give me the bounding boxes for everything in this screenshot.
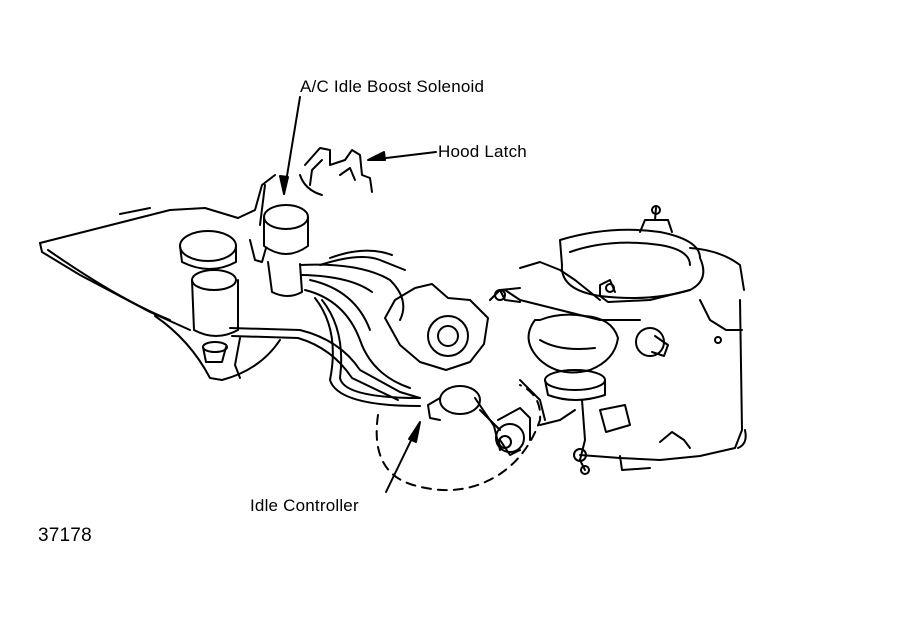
- vacuum-hoses: [229, 249, 421, 407]
- carburetor: [489, 205, 747, 475]
- hood-latch-label: Hood Latch: [438, 142, 527, 161]
- figure-number: 37178: [38, 525, 92, 546]
- idle-controller: [375, 283, 542, 492]
- hood-latch: [299, 147, 373, 196]
- radiator-panel: [39, 174, 281, 381]
- leader-arrows: [279, 96, 437, 493]
- solenoid-canisters: [179, 204, 309, 363]
- ac-idle-boost-solenoid-label: A/C Idle Boost Solenoid: [300, 77, 485, 96]
- idle-controller-label: Idle Controller: [250, 496, 359, 515]
